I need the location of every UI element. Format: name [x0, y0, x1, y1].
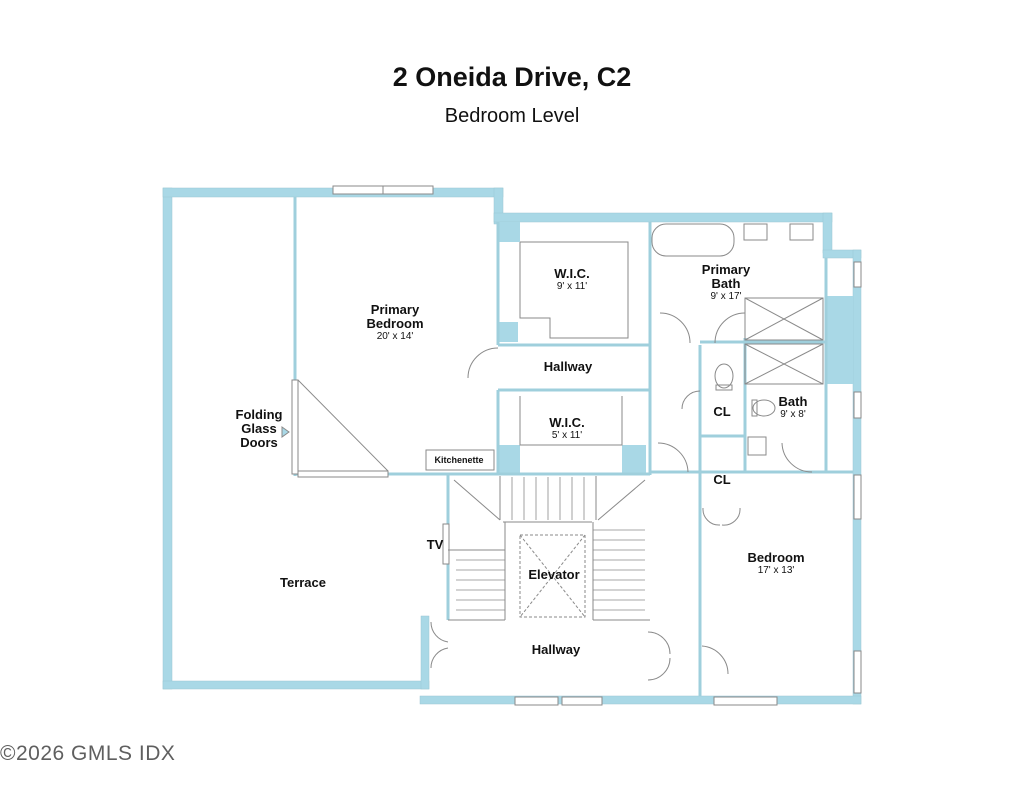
closet-1-label: CL [713, 404, 730, 419]
wic-lower-dims: 5' x 11' [552, 430, 582, 441]
windows [291, 185, 862, 706]
bedroom-label: Bedroom [747, 550, 804, 565]
folding-doors-label-2: Glass [241, 421, 276, 436]
hallway-upper-label: Hallway [544, 359, 593, 374]
stair-treads [456, 477, 645, 611]
bedroom-dims: 17' x 13' [758, 565, 795, 576]
wic-upper-label: W.I.C. [554, 266, 589, 281]
bath-dims: 9' x 8' [780, 409, 806, 420]
primary-bath-dims: 9' x 17' [710, 291, 741, 302]
elevator-label: Elevator [528, 567, 579, 582]
hallway-lower-label: Hallway [532, 642, 581, 657]
plan-title: 2 Oneida Drive, C2 [392, 62, 632, 92]
closet-2-label: CL [713, 472, 730, 487]
wic-lower-label: W.I.C. [549, 415, 584, 430]
primary-bath-label-1: Primary [702, 262, 751, 277]
tv-label: TV [427, 537, 444, 552]
plan-subtitle: Bedroom Level [444, 105, 580, 127]
copyright-watermark: ©2026 GMLS IDX [0, 742, 176, 765]
folding-doors-label-1: Folding [236, 407, 283, 422]
primary-bedroom-label-1: Primary [371, 302, 420, 317]
room-labels: Primary Bedroom 20' x 14' W.I.C. 9' x 11… [236, 262, 808, 657]
kitchenette-label: Kitchenette [434, 455, 483, 465]
primary-bedroom-dims: 20' x 14' [377, 331, 414, 342]
terrace-label: Terrace [280, 575, 326, 590]
bath-label: Bath [779, 394, 808, 409]
primary-bedroom-label-2: Bedroom [366, 316, 423, 331]
primary-bath-label-2: Bath [712, 276, 741, 291]
wic-upper-dims: 9' x 11' [557, 281, 587, 292]
folding-doors-label-3: Doors [240, 435, 278, 450]
fixtures [281, 223, 824, 681]
wall-blocks [498, 222, 853, 473]
